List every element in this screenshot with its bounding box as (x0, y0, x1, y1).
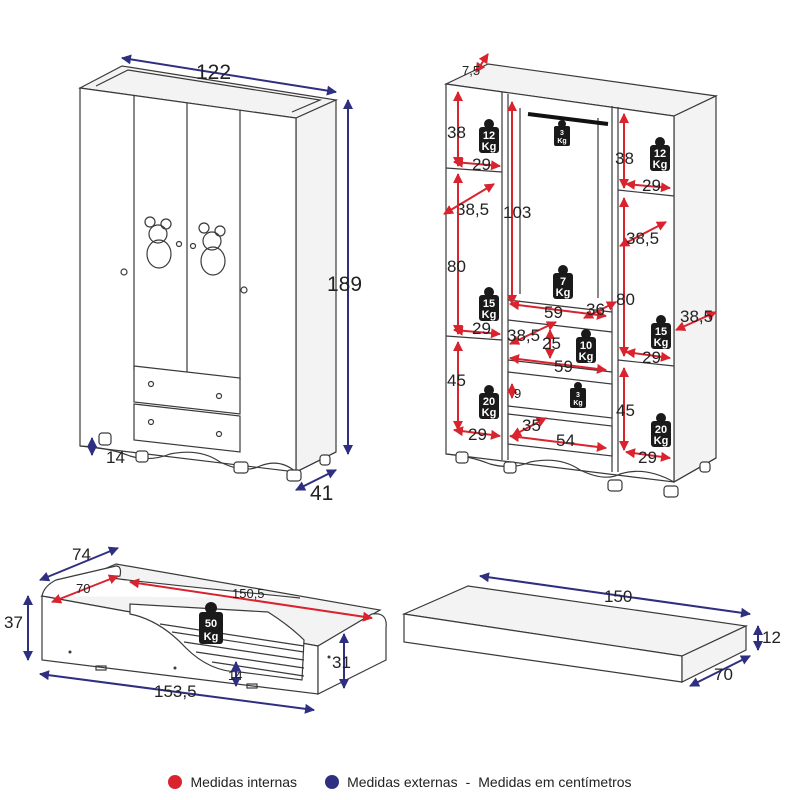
svg-text:Kg: Kg (654, 337, 669, 349)
center-shelf-depth-label: 36 (586, 300, 605, 319)
svg-text:Kg: Kg (204, 631, 219, 643)
svg-text:20: 20 (483, 396, 495, 408)
weight-badge-right-mid: 15 Kg (651, 315, 671, 349)
svg-text:3: 3 (560, 130, 564, 137)
legend-separator: - (465, 774, 471, 790)
legend: Medidas internas Medidas externas - Medi… (0, 770, 800, 794)
bed-length-label: 153,5 (154, 682, 197, 701)
bed-side-height-label: 31 (332, 653, 351, 672)
center-height-label: 103 (503, 203, 531, 222)
svg-text:15: 15 (483, 298, 495, 310)
svg-text:Kg: Kg (653, 159, 668, 171)
internal-measure-dot (168, 775, 183, 789)
teddy-bear-icon (144, 216, 172, 269)
wardrobe-depth-label: 41 (310, 482, 333, 505)
legend-internal-label: Medidas internas (190, 774, 298, 790)
wardrobe-height-label: 189 (327, 273, 362, 296)
left-mid-width-label: 29 (472, 319, 491, 338)
weight-badge-left-mid: 15 Kg (479, 287, 499, 321)
svg-text:Kg: Kg (579, 351, 594, 363)
bed-depth-label: 74 (72, 545, 91, 564)
svg-text:50: 50 (205, 618, 217, 630)
bed-inner-depth-label: 70 (76, 581, 90, 596)
weight-badge-drawer: 3 Kg (570, 382, 586, 408)
bed-inner-length-label: 150,5 (232, 586, 265, 601)
wardrobe-foot-label: 14 (106, 448, 125, 467)
drawer-height-label: 9 (514, 386, 521, 401)
mattress-depth-label: 70 (714, 665, 733, 684)
right-mid-diag-label: 38,5 (626, 229, 659, 248)
center-lower-diag-label: 38,5 (507, 326, 540, 345)
center-shelf-width-label: 59 (544, 303, 563, 322)
svg-text:Kg: Kg (556, 287, 571, 299)
left-mid-height-label: 80 (447, 257, 466, 276)
drawer-depth-label: 35 (522, 416, 541, 435)
legend-units-label: Medidas em centímetros (478, 774, 632, 790)
svg-text:20: 20 (655, 424, 667, 436)
bed-dimensions: 74 37 70 150,5 153,5 31 14 (4, 545, 373, 714)
wardrobe-internal-dimensions: 7,5 38 29 38,5 80 29 45 29 103 59 36 38,… (443, 53, 717, 467)
wardrobe-external-dimensions: 122 189 41 14 (87, 54, 362, 505)
svg-text:Kg: Kg (573, 400, 582, 407)
right-top-height-label: 38 (615, 149, 634, 168)
svg-text:12: 12 (654, 148, 666, 160)
wardrobe-width-label: 122 (196, 61, 231, 84)
svg-text:7: 7 (560, 276, 566, 288)
weight-badge-left-bot: 20 Kg (479, 385, 499, 419)
right-mid-height-label: 80 (616, 290, 635, 309)
svg-text:3: 3 (576, 392, 580, 399)
right-mid-width-label: 29 (642, 348, 661, 367)
bed-foot-label: 14 (228, 668, 242, 683)
weight-badge-center-shelf: 7 Kg (553, 265, 573, 299)
mattress-height-label: 12 (762, 628, 781, 647)
svg-text:Kg: Kg (482, 141, 497, 153)
drawer-width-label: 54 (556, 431, 575, 450)
left-bot-height-label: 45 (447, 371, 466, 390)
svg-text:Kg: Kg (557, 138, 566, 145)
svg-text:12: 12 (483, 130, 495, 142)
wardrobe-exterior (78, 65, 339, 482)
right-top-width-label: 29 (642, 176, 661, 195)
center-lower-height-label: 25 (542, 334, 561, 353)
weight-badge-right-bot: 20 Kg (651, 413, 671, 447)
svg-text:15: 15 (655, 326, 667, 338)
interior-top-label: 7,5 (462, 63, 480, 78)
legend-external-label: Medidas externas (347, 774, 458, 790)
left-mid-diag-label: 38,5 (456, 200, 489, 219)
teddy-bear-icon (198, 222, 226, 276)
mattress-length-label: 150 (604, 587, 632, 606)
mattress-dimensions: 150 12 70 (479, 572, 781, 687)
center-lower-width-label: 59 (554, 357, 573, 376)
weight-badge-right-top: 12 Kg (650, 137, 670, 171)
svg-text:Kg: Kg (482, 309, 497, 321)
external-measure-dot (325, 775, 340, 789)
right-side-diag-label: 38,5 (680, 307, 713, 326)
svg-text:10: 10 (580, 340, 592, 352)
svg-text:Kg: Kg (654, 435, 669, 447)
weight-badge-center-lower: 10 Kg (576, 329, 596, 363)
left-top-height-label: 38 (447, 123, 466, 142)
weight-badge-rail: 3 Kg (554, 120, 570, 146)
weight-badge-left-top: 12 Kg (479, 119, 499, 153)
bed-height-label: 37 (4, 613, 23, 632)
right-bot-width-label: 29 (638, 448, 657, 467)
right-bot-height-label: 45 (616, 401, 635, 420)
left-top-width-label: 29 (472, 155, 491, 174)
svg-text:Kg: Kg (482, 407, 497, 419)
left-bot-width-label: 29 (468, 425, 487, 444)
mattress (401, 585, 749, 683)
